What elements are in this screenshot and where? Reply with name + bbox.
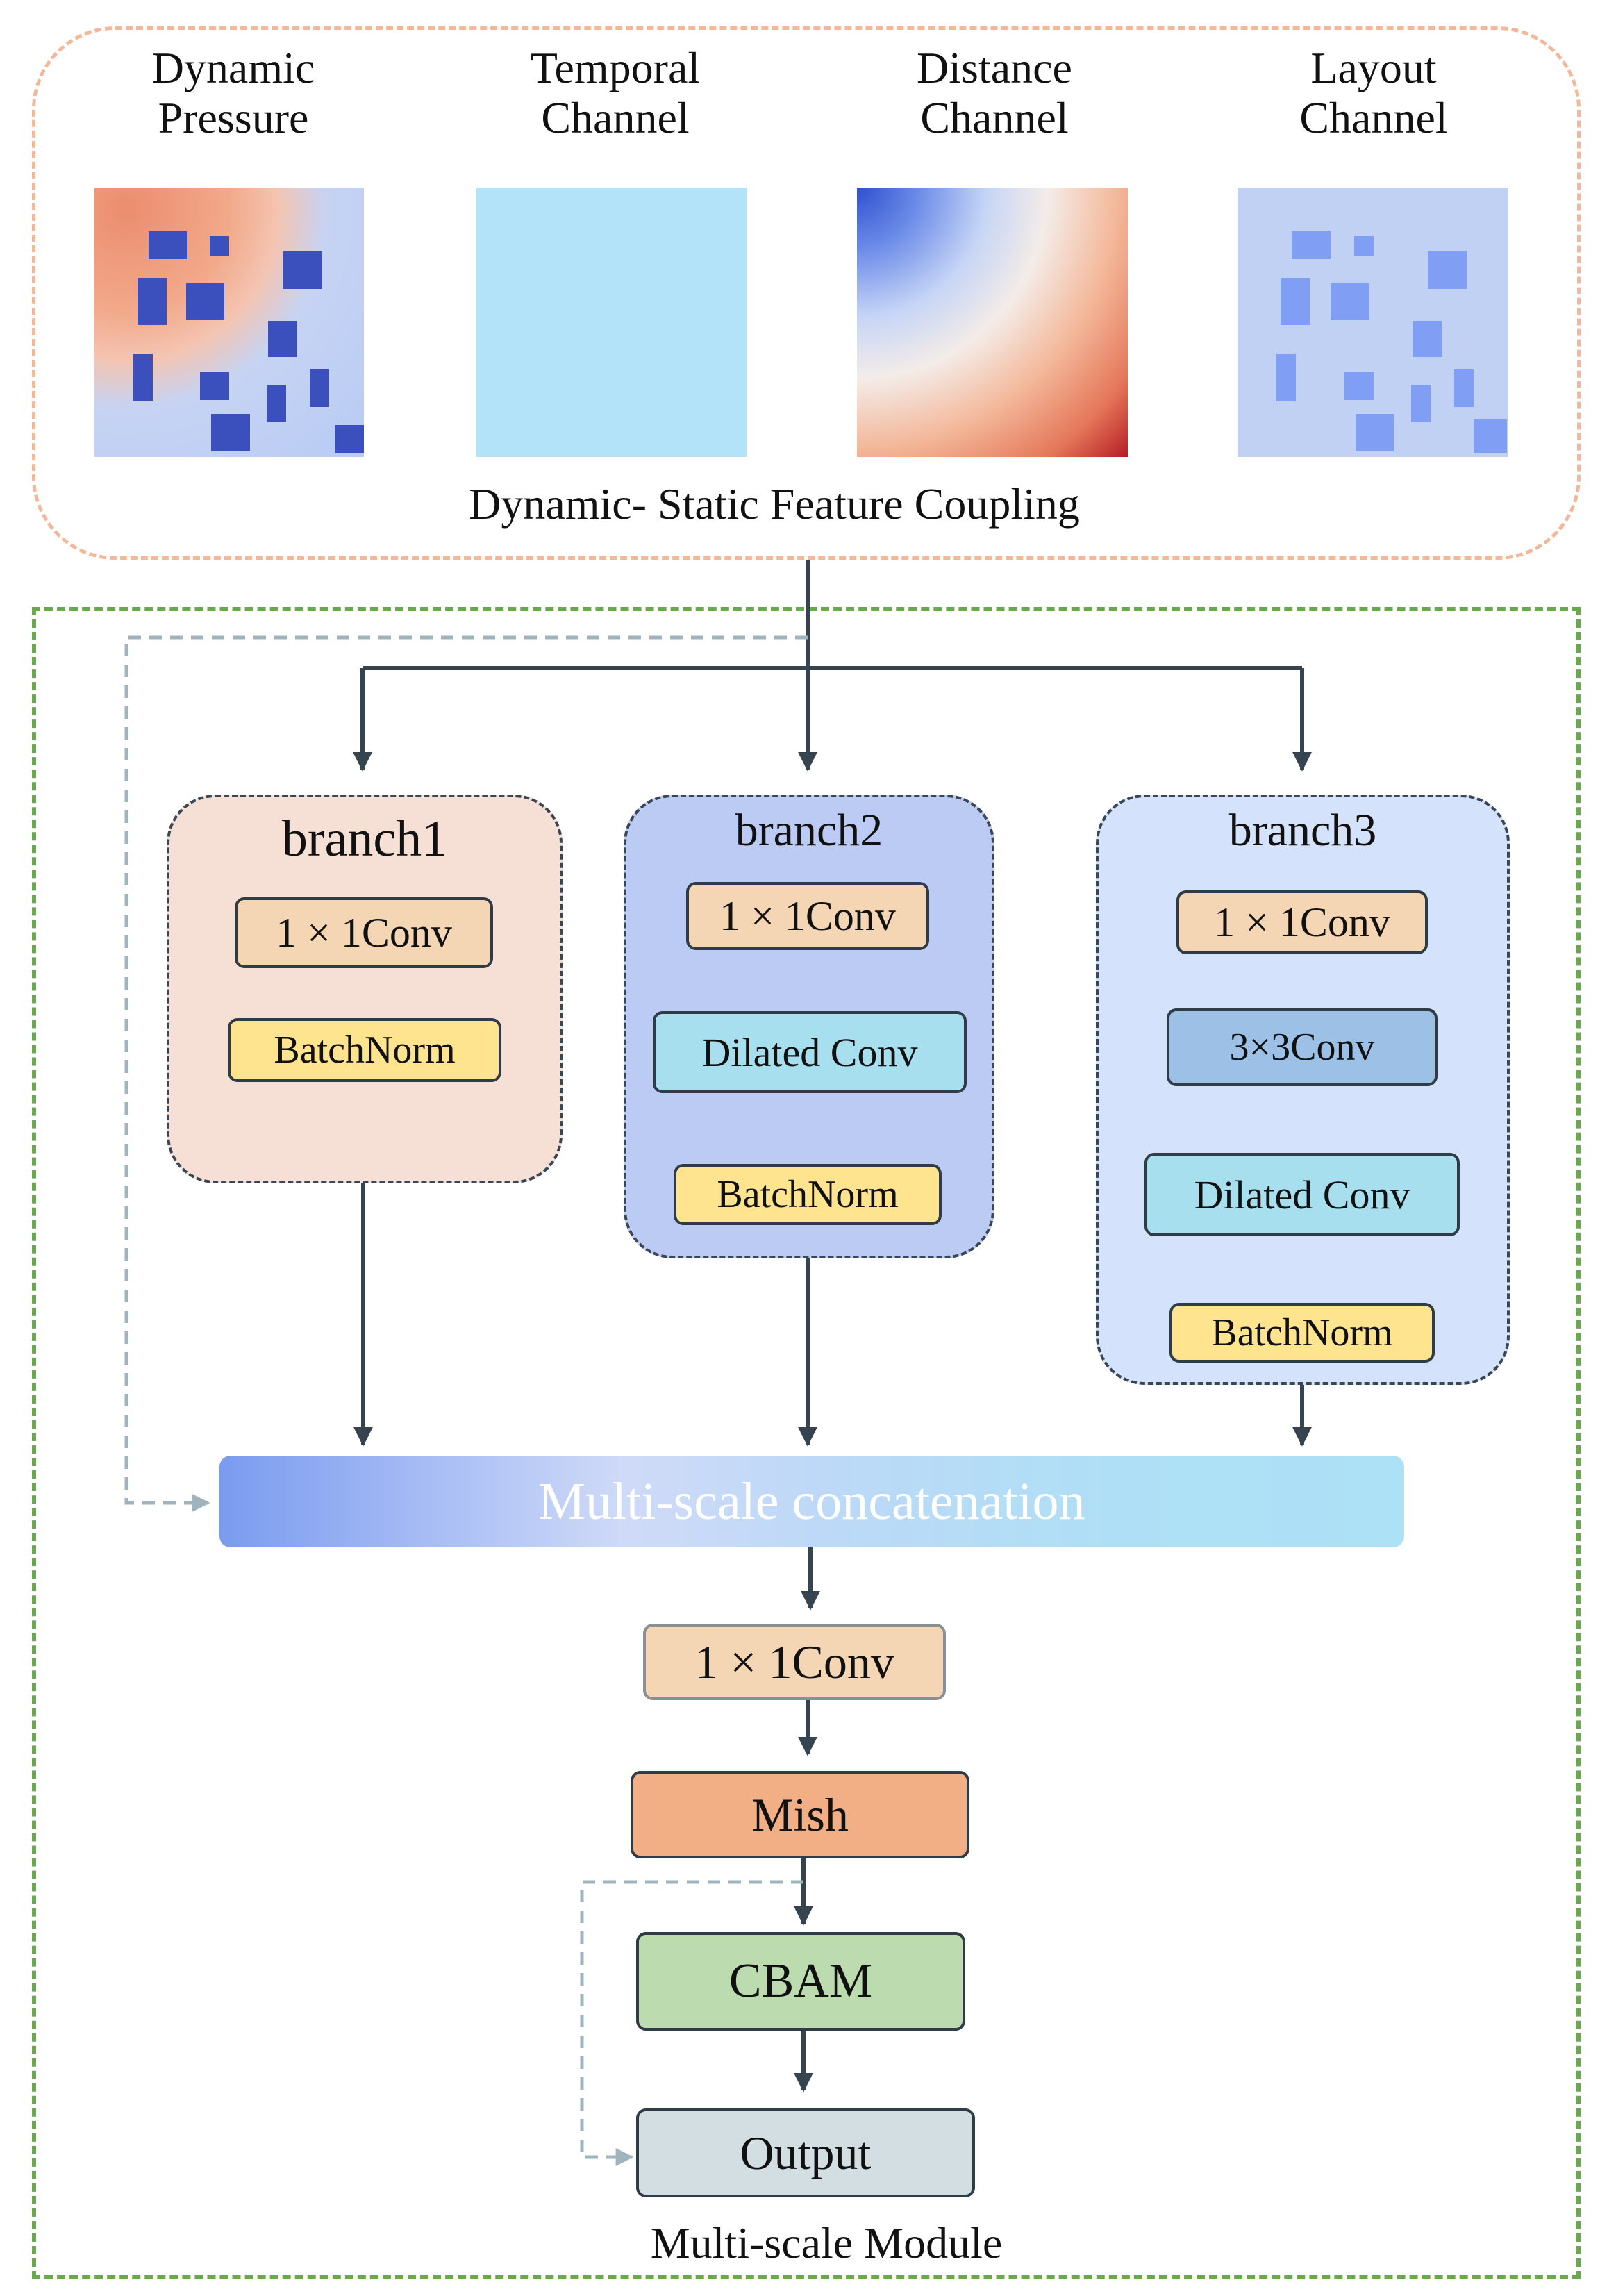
building-block [200,372,229,400]
building-block [138,278,167,325]
branch3-dilated-conv-block: Dilated Conv [1144,1153,1460,1236]
building-block [1454,369,1474,407]
building-block [210,236,229,256]
branch3-title: branch3 [1228,805,1377,856]
multi-scale-concatenation-bar: Multi-scale concatenation [219,1456,1404,1547]
concatenation-label: Multi-scale concatenation [538,1472,1085,1531]
building-block [335,425,364,453]
building-block [310,369,329,407]
building-block [149,231,187,259]
building-block [1354,236,1374,256]
multi-scale-module-caption: Multi-scale Module [650,2218,1003,2268]
building-block [133,354,153,401]
building-block [1331,283,1369,320]
building-block [186,283,224,320]
building-block [1292,231,1331,259]
branch2-dilated-conv-block: Dilated Conv [653,1011,967,1093]
branch1-title: branch1 [281,810,448,867]
branch1-batchnorm-block: BatchNorm [228,1018,501,1082]
building-block [211,414,250,451]
building-block [283,251,322,289]
building-block [1356,414,1394,451]
distance-channel-image [857,188,1128,457]
building-block [1276,354,1296,401]
building-block [1344,372,1374,400]
branch2-conv1x1-block: 1 × 1Conv [686,882,929,950]
building-block [1428,251,1467,289]
branch1-conv1x1-block: 1 × 1Conv [235,897,493,968]
cbam-block: CBAM [636,1932,965,2031]
building-block [267,385,286,422]
dynamic-pressure-image [94,188,364,457]
branch2-batchnorm-block: BatchNorm [674,1164,942,1225]
building-block [268,321,297,357]
feature-coupling-panel [32,26,1581,560]
branch3-container: branch3 [1096,795,1510,1385]
temporal-channel-image [476,188,747,457]
building-block [1413,321,1442,357]
building-block [1281,278,1310,325]
fusion-conv1x1-block: 1 × 1Conv [643,1624,946,1700]
branch3-conv1x1-block: 1 × 1Conv [1176,890,1428,954]
branch1-container: branch1 [167,795,563,1183]
mish-activation-block: Mish [631,1771,969,1858]
building-block [1474,419,1507,453]
branch3-batchnorm-block: BatchNorm [1169,1303,1435,1363]
branch3-conv3x3-block: 3×3Conv [1167,1008,1438,1086]
feature-coupling-caption: Dynamic- Static Feature Coupling [469,479,1080,529]
layout-channel-image [1238,188,1508,457]
building-block [1411,385,1431,422]
output-block: Output [636,2108,975,2197]
branch2-title: branch2 [735,805,883,856]
